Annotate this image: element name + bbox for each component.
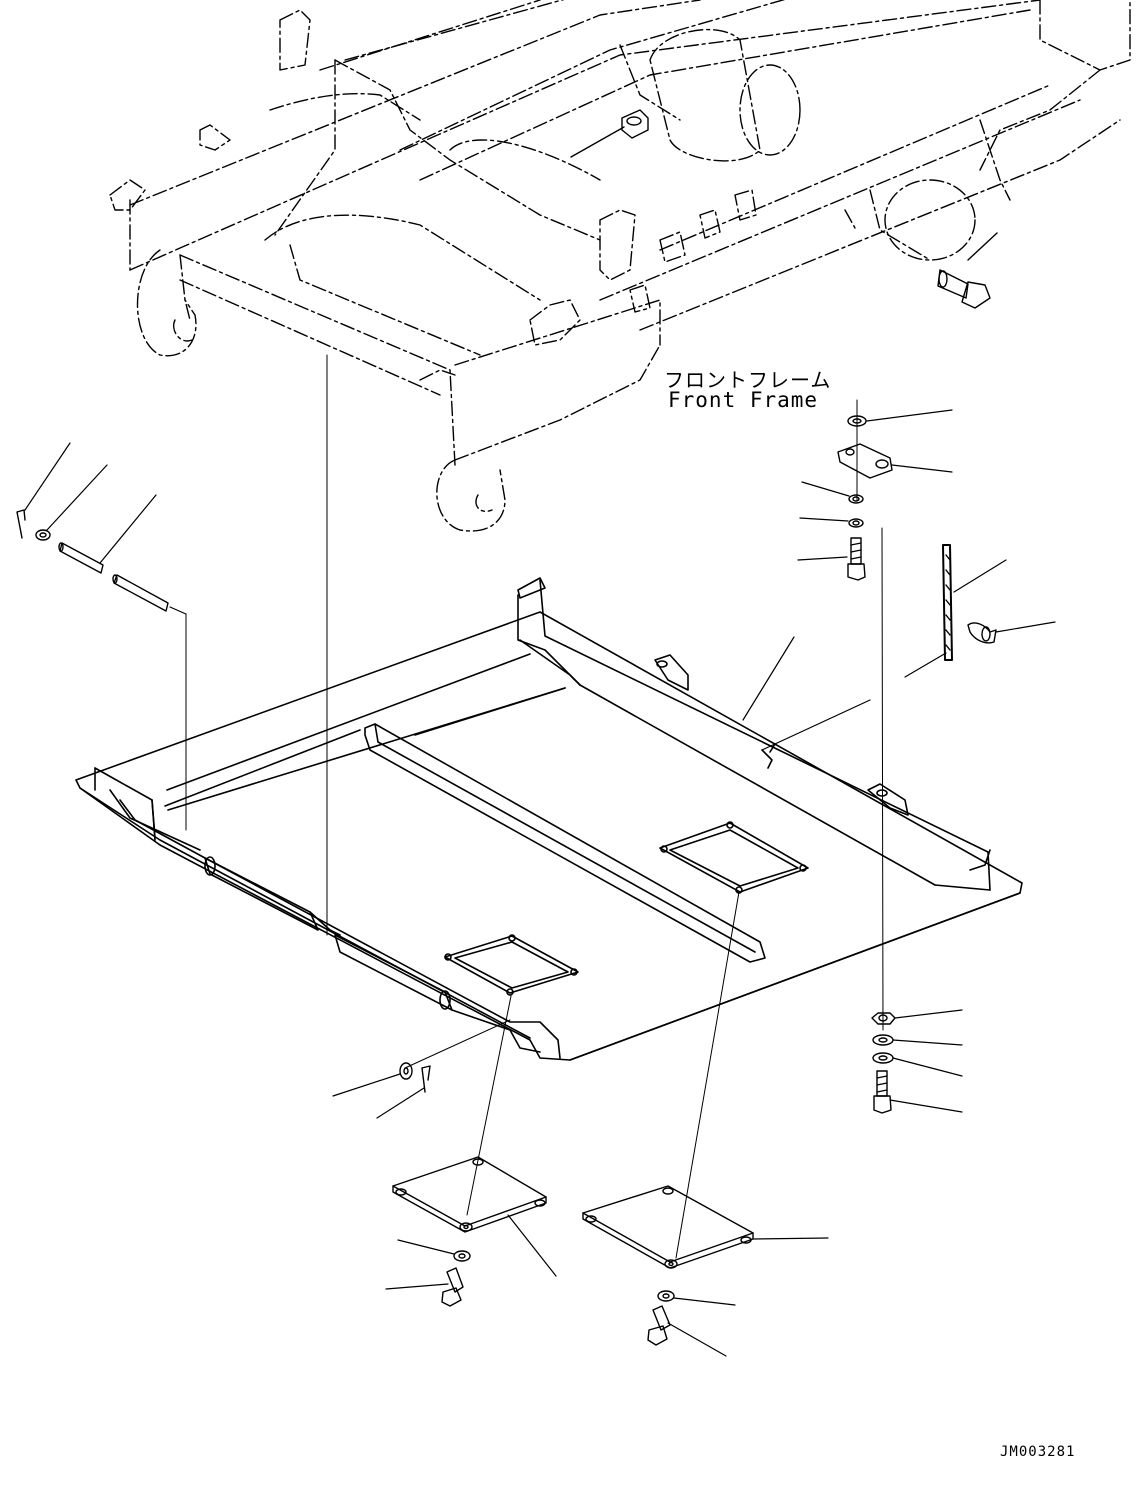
cover-bolts-left-leaders [386,1240,454,1289]
leader-line [508,1215,556,1276]
drawing-id: JM003281 [1000,1444,1076,1460]
left-pins [17,510,168,611]
bottom-left-leaders [333,1074,424,1118]
bottom-left-pin [400,1063,430,1092]
under-cover-panel [76,578,1022,1060]
left-leaders [25,443,186,614]
right-lower-hardware [872,1013,895,1113]
bolt-icon [938,270,990,308]
right-upper-leaders [798,410,952,560]
front-frame-label-en: Front Frame [668,388,819,412]
front-frame-label-jp: フロントフレーム [664,368,832,392]
seal-strip [943,545,996,660]
panel-leaders [743,637,946,750]
leader-line [571,127,624,157]
leader-line [968,233,997,260]
front-frame [110,0,1130,531]
inspection-cover-left [393,1157,546,1232]
cover-bolts-left [442,1251,470,1306]
leader-line [753,1238,828,1239]
right-lower-leaders [890,1010,962,1112]
assembly-lines [186,355,883,1258]
right-bracket-parts [838,416,892,580]
seal-leaders [954,560,1055,632]
cover-bolts-right-leaders [668,1298,735,1356]
inspection-cover-right [583,1186,753,1268]
cover-bolts-right [648,1291,674,1345]
nut-icon [622,110,648,138]
